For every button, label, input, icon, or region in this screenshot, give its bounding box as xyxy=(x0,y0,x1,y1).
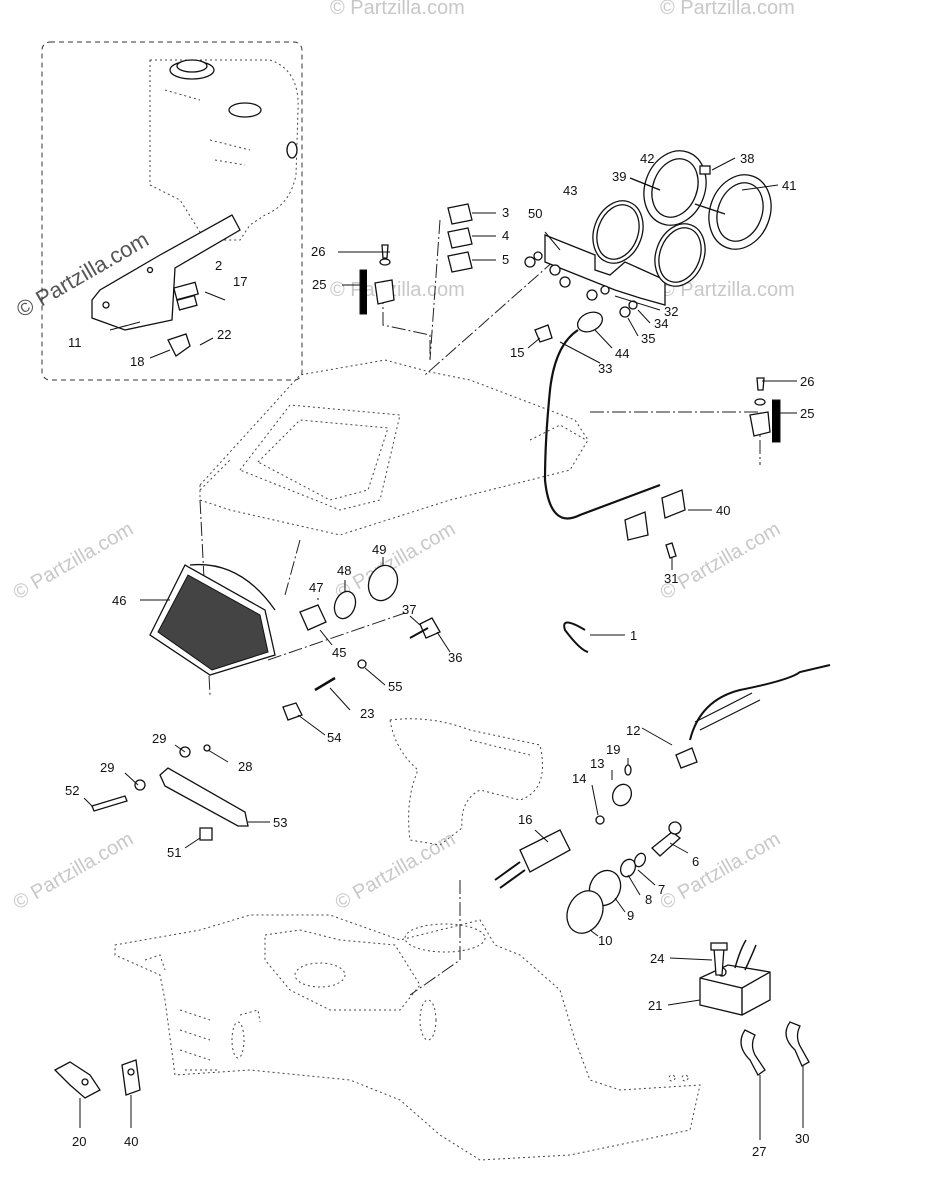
callout-42: 42 xyxy=(640,151,654,166)
callout-41: 41 xyxy=(782,178,796,193)
watermark-text: © Partzilla.com xyxy=(332,518,460,604)
callout-4: 4 xyxy=(502,228,509,243)
callout-17: 17 xyxy=(233,274,247,289)
watermark-text: © Partzilla.com xyxy=(660,279,795,301)
callout-32: 32 xyxy=(664,304,678,319)
callout-12: 12 xyxy=(626,723,640,738)
callout-8: 8 xyxy=(645,892,652,907)
washers-32-35 xyxy=(524,251,638,318)
callout-26b: 26 xyxy=(800,374,814,389)
hood xyxy=(199,359,589,536)
callout-25b: 25 xyxy=(800,406,814,421)
callout-7: 7 xyxy=(658,882,665,897)
bottom-pan xyxy=(114,914,701,1161)
callout-39: 39 xyxy=(612,169,626,184)
callout-1: 1 xyxy=(630,628,637,643)
callout-26: 26 xyxy=(311,244,325,259)
callout-10: 10 xyxy=(598,933,612,948)
callout-25: 25 xyxy=(312,277,326,292)
gauge-bracket-50 xyxy=(544,234,666,306)
callout-5: 5 xyxy=(502,252,509,267)
watermark-text: © Partzilla.com xyxy=(10,828,138,914)
clamp-20 xyxy=(53,1061,101,1099)
callout-14: 14 xyxy=(572,771,586,786)
callout-28: 28 xyxy=(238,759,252,774)
callout-15: 15 xyxy=(510,345,524,360)
inset-frame xyxy=(41,41,303,381)
callout-48: 48 xyxy=(337,563,351,578)
watermark-text: © Partzilla.com xyxy=(660,0,795,19)
clip-40-top xyxy=(624,489,686,559)
callout-27: 27 xyxy=(752,1144,766,1159)
callout-16: 16 xyxy=(518,812,532,827)
callout-9: 9 xyxy=(627,908,634,923)
ignition-parts xyxy=(494,764,682,934)
callout-13: 13 xyxy=(590,756,604,771)
callout-2: 2 xyxy=(215,258,222,273)
leader-lines xyxy=(79,157,804,1140)
cable-33 xyxy=(534,311,661,520)
headlight-46 xyxy=(149,563,276,676)
callout-labels: 1 2 3 4 5 6 7 8 9 10 11 12 13 14 15 16 1… xyxy=(65,151,814,1159)
watermark-text: © Partzilla.com xyxy=(330,0,465,19)
callout-34: 34 xyxy=(654,316,668,331)
fastener-26-25-left xyxy=(374,244,395,305)
callout-50: 50 xyxy=(528,206,542,221)
bracket-11 xyxy=(91,214,241,331)
callout-47: 47 xyxy=(309,580,323,595)
watermarks: © Partzilla.com © Partzilla.com © Partzi… xyxy=(10,0,795,914)
callout-3: 3 xyxy=(502,205,509,220)
callout-53: 53 xyxy=(273,815,287,830)
callout-35: 35 xyxy=(641,331,655,346)
seat-cover xyxy=(389,718,543,846)
lanyard-12 xyxy=(675,664,831,769)
bulb-parts-45-49 xyxy=(282,564,441,721)
callout-21: 21 xyxy=(648,998,662,1013)
watermark-text: © Partzilla.com xyxy=(330,279,465,301)
fastener-26-25-right xyxy=(749,377,771,437)
callout-51: 51 xyxy=(167,845,181,860)
callout-23: 23 xyxy=(360,706,374,721)
callout-55: 55 xyxy=(388,679,402,694)
callout-49: 49 xyxy=(372,542,386,557)
callout-36: 36 xyxy=(448,650,462,665)
watermark-text: © Partzilla.com xyxy=(332,828,460,914)
callout-6: 6 xyxy=(692,854,699,869)
callout-29b: 29 xyxy=(100,760,114,775)
switches-3-4-5 xyxy=(447,203,473,273)
bracket-53 xyxy=(91,744,249,841)
callout-22: 22 xyxy=(217,327,231,342)
callout-31: 31 xyxy=(664,571,678,586)
assembly-lines xyxy=(199,219,761,996)
callout-33: 33 xyxy=(598,361,612,376)
callout-29: 29 xyxy=(152,731,166,746)
watermark-text: © Partzilla.com xyxy=(10,518,138,604)
clip-40-bottom xyxy=(121,1059,141,1096)
callout-20: 20 xyxy=(72,1134,86,1149)
clamp-1 xyxy=(563,621,589,653)
callout-18: 18 xyxy=(130,354,144,369)
callout-43: 43 xyxy=(563,183,577,198)
callout-46: 46 xyxy=(112,593,126,608)
gauges xyxy=(592,150,772,287)
callout-40: 40 xyxy=(716,503,730,518)
callout-38: 38 xyxy=(740,151,754,166)
callout-52: 52 xyxy=(65,783,79,798)
oil-tank xyxy=(149,59,299,241)
callout-24: 24 xyxy=(650,951,664,966)
clip-18 xyxy=(167,333,191,357)
watermark-text: © Partzilla.com xyxy=(657,518,785,604)
callout-45: 45 xyxy=(332,645,346,660)
callout-30: 30 xyxy=(795,1131,809,1146)
callout-11: 11 xyxy=(68,335,82,350)
module-21 xyxy=(699,939,771,1016)
connector-2 xyxy=(173,281,199,311)
callout-54: 54 xyxy=(327,730,341,745)
callout-19: 19 xyxy=(606,742,620,757)
callout-40b: 40 xyxy=(124,1134,138,1149)
tie-straps-27-30 xyxy=(740,1021,810,1076)
callout-37: 37 xyxy=(402,602,416,617)
callout-44: 44 xyxy=(615,346,629,361)
